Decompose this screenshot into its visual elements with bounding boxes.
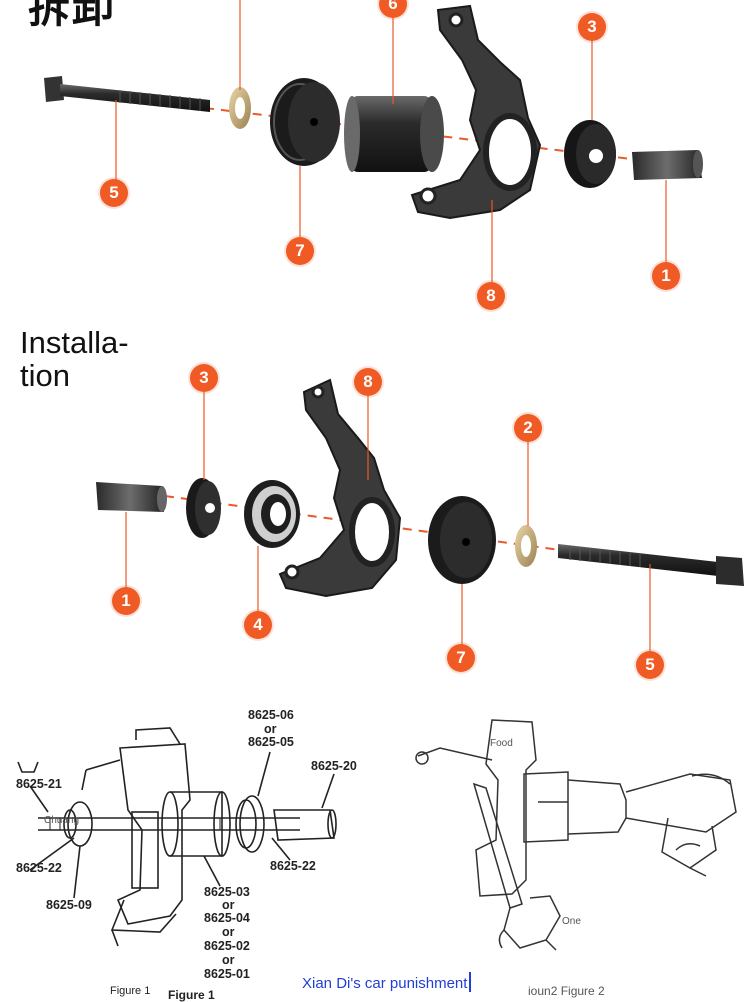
part-number: 8625-02: [204, 939, 250, 953]
part-number: 8625-22: [16, 861, 62, 875]
part-number: 8625-01: [204, 967, 250, 981]
figure-2-caption: ioun2 Figure 2: [528, 984, 605, 998]
figure-1-drawing: 8625-06 or 8625-05 8625-20 8625-21 8625-…: [16, 708, 357, 981]
part-number: or: [222, 898, 235, 912]
watermark-text: Food: [490, 738, 513, 749]
part-number: or: [222, 953, 235, 967]
part-number: or: [222, 925, 235, 939]
steering-knuckle-part: [410, 4, 542, 220]
part-number: 8625-03: [204, 885, 250, 899]
tool-linework: [17, 727, 337, 947]
watermark-text: One: [562, 916, 581, 927]
figure-1-small-caption: Figure 1: [110, 985, 151, 997]
spacer-ring-part: [564, 120, 616, 188]
bolt-part: [558, 544, 744, 586]
part-number: 8625-20: [311, 759, 357, 773]
cup-part: [344, 96, 444, 172]
part-number: 8625-09: [46, 898, 92, 912]
washer-part: [229, 87, 251, 129]
banner-text-field[interactable]: Xian Di's car punishment: [302, 972, 472, 992]
figure-1-caption: Figure 1: [168, 988, 215, 1002]
installation-heading: Installa- tion: [20, 325, 129, 393]
watermark-text: Chuang: [44, 815, 79, 826]
steering-knuckle-part: [278, 378, 402, 598]
installation-diagram: [96, 378, 744, 652]
part-number: 8625-06: [248, 708, 294, 722]
pulley-disc-part: [270, 78, 340, 166]
disassembly-heading: 拆卸: [28, 0, 117, 31]
wheel-bearing-part: [244, 480, 300, 548]
hex-sleeve-part: [96, 482, 167, 512]
leader-lines: [125, 392, 651, 652]
part-number: 8625-22: [270, 859, 316, 873]
leader-lines: [115, 0, 667, 284]
hex-sleeve-part: [632, 150, 703, 180]
disassembly-diagram: [44, 0, 703, 284]
part-number: 8625-21: [16, 777, 62, 791]
figure-2-drawing: Food One: [415, 719, 737, 951]
text-cursor: [469, 972, 472, 992]
part-number: or: [264, 722, 277, 736]
washer-part: [515, 525, 537, 567]
tool-linework: [415, 719, 737, 951]
spacer-ring-part: [186, 478, 221, 538]
part-number: 8625-04: [204, 911, 250, 925]
part-number: 8625-05: [248, 735, 294, 749]
pulley-disc-part: [428, 496, 496, 584]
bolt-part: [44, 76, 210, 112]
banner-text: Xian Di's car punishment: [302, 975, 468, 992]
